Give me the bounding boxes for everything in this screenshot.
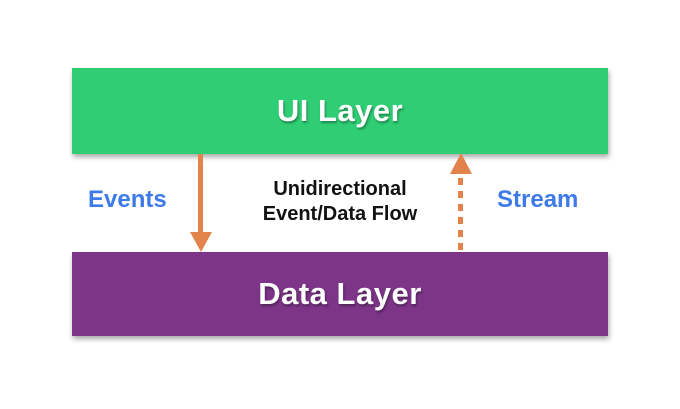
node-data-layer: Data Layer — [72, 252, 608, 336]
arrow-up-icon — [450, 153, 472, 174]
arrow-down-icon — [190, 232, 212, 252]
stream-arrow-dashed-shaft — [458, 178, 463, 252]
node-ui-layer: UI Layer — [72, 68, 608, 154]
flow-caption-line2: Event/Data Flow — [262, 203, 418, 225]
node-ui-layer-label: UI Layer — [276, 93, 404, 128]
events-arrow-shaft — [198, 154, 203, 234]
flow-caption: Unidirectional Event/Data Flow — [230, 177, 450, 227]
stream-edge-label: Stream — [497, 186, 579, 213]
events-edge-label: Events — [88, 186, 167, 213]
flow-caption-line1: Unidirectional — [273, 178, 407, 200]
node-data-layer-label: Data Layer — [258, 276, 422, 311]
